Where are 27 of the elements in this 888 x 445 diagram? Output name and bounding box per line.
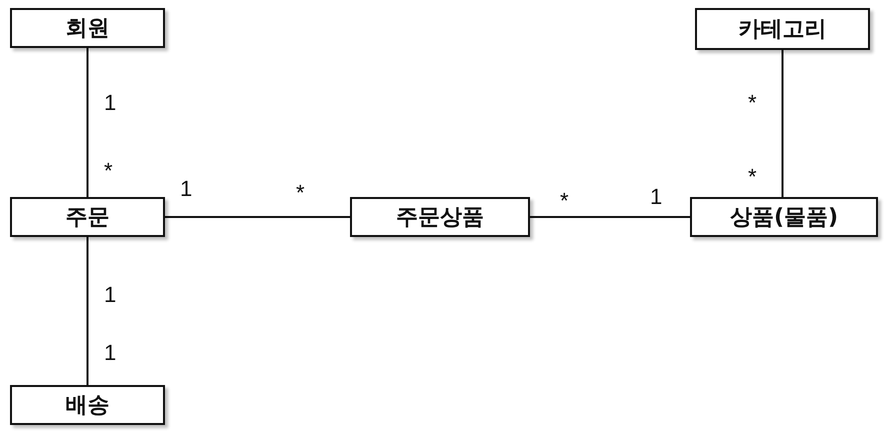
multiplicity-label: 1 [180,178,192,200]
multiplicity-label: * [748,92,757,114]
entity-name: 회원 [66,15,110,43]
entity-box [10,385,165,425]
entity-name: 상품(물품) [730,204,838,232]
entity-name: 배송 [66,392,110,420]
connector-line [165,216,350,218]
entity-box [350,197,530,237]
multiplicity-label: 1 [104,342,116,364]
connector-line [530,216,690,218]
connector-line [86,237,88,385]
entity-box [10,197,165,237]
entity-name: 주문상품 [396,204,484,232]
multiplicity-label: 1 [650,186,662,208]
connector-line [86,48,88,197]
connector-line [782,50,784,197]
entity-box [690,197,878,237]
entity-box [695,8,870,50]
multiplicity-label: 1 [104,284,116,306]
entity-box [10,8,165,48]
entity-name: 카테고리 [738,16,826,44]
multiplicity-label: * [748,166,757,188]
multiplicity-label: * [104,160,113,182]
multiplicity-label: * [296,182,305,204]
multiplicity-label: * [560,190,569,212]
entity-name: 주문 [66,204,110,232]
multiplicity-label: 1 [104,92,116,114]
